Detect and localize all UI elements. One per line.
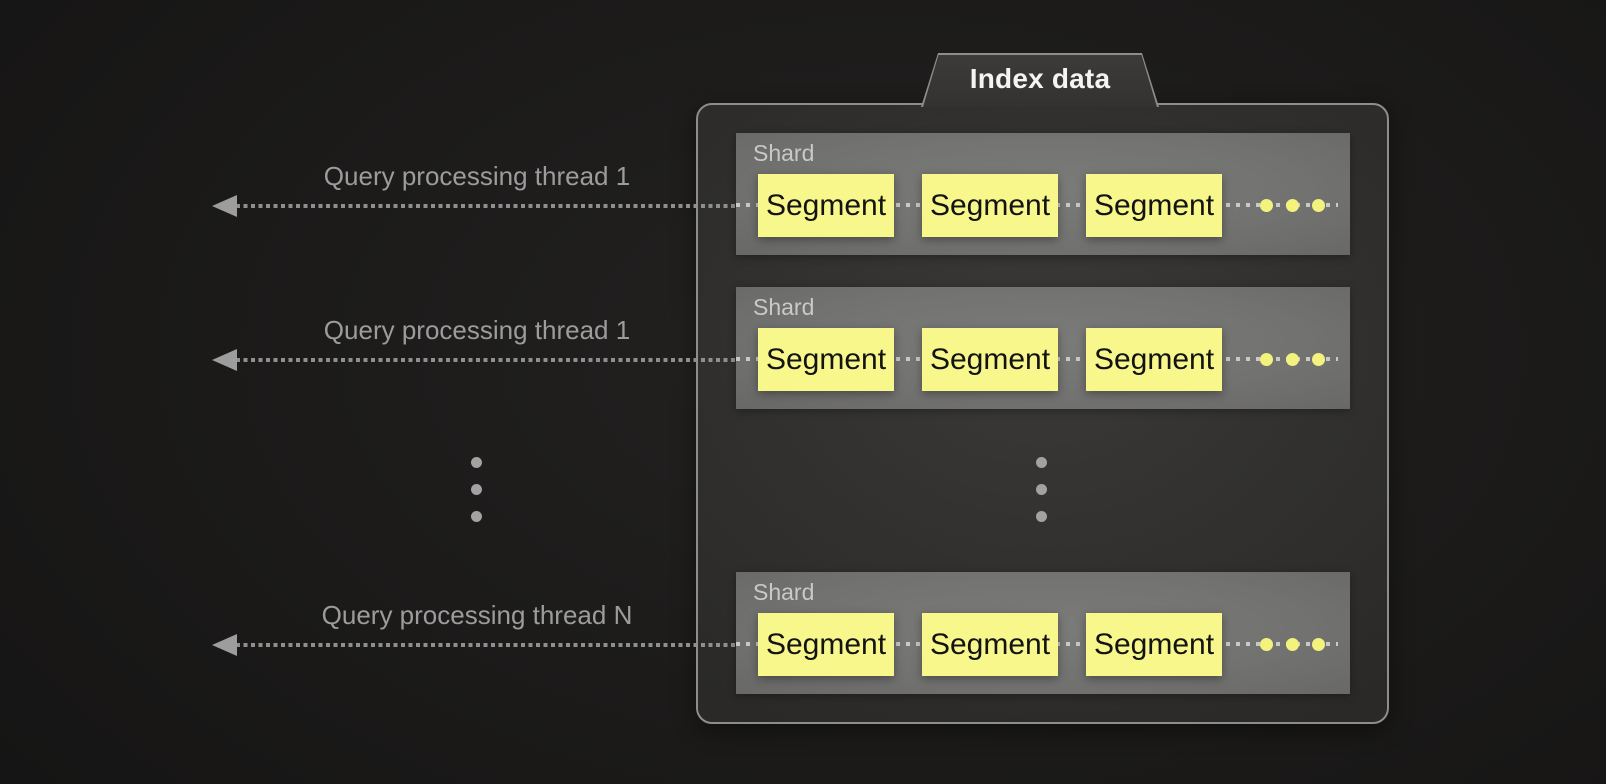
segment-box: Segment	[758, 613, 894, 676]
shard-row: Shard Segment Segment Segment	[736, 133, 1350, 255]
segment-box: Segment	[1086, 174, 1222, 237]
more-threads-ellipsis-icon	[471, 457, 482, 468]
more-segments-dot-icon	[1312, 353, 1325, 366]
segment-box: Segment	[922, 174, 1058, 237]
more-segments-dot-icon	[1260, 638, 1273, 651]
query-arrow-line-1	[236, 204, 738, 208]
shard-label: Shard	[753, 294, 815, 320]
segment-box: Segment	[1086, 613, 1222, 676]
index-data-tab: Index data	[921, 53, 1159, 107]
segment-box: Segment	[758, 174, 894, 237]
more-segments-dot-icon	[1260, 199, 1273, 212]
more-shards-ellipsis-icon	[1036, 457, 1047, 468]
more-segments-dot-icon	[1312, 199, 1325, 212]
segment-box: Segment	[1086, 328, 1222, 391]
more-threads-ellipsis-icon	[471, 511, 482, 522]
more-segments-dot-icon	[1286, 638, 1299, 651]
query-arrow-line-3	[236, 643, 738, 647]
shard-label: Shard	[753, 579, 815, 605]
query-arrow-line-2	[236, 358, 738, 362]
more-shards-ellipsis-icon	[1036, 484, 1047, 495]
more-shards-ellipsis-icon	[1036, 511, 1047, 522]
segment-box: Segment	[922, 613, 1058, 676]
shard-row: Shard Segment Segment Segment	[736, 572, 1350, 694]
more-segments-dot-icon	[1286, 199, 1299, 212]
index-data-title: Index data	[969, 63, 1111, 94]
arrow-left-icon	[212, 195, 237, 217]
query-thread-label-1: Query processing thread 1	[323, 161, 631, 191]
arrow-left-icon	[212, 349, 237, 371]
index-data-tab-fill: Index data	[923, 55, 1157, 107]
more-threads-ellipsis-icon	[471, 484, 482, 495]
more-segments-dot-icon	[1312, 638, 1325, 651]
more-segments-dot-icon	[1260, 353, 1273, 366]
query-thread-label-3: Query processing thread N	[321, 600, 633, 630]
segment-box: Segment	[758, 328, 894, 391]
arrow-left-icon	[212, 634, 237, 656]
shard-label: Shard	[753, 140, 815, 166]
query-thread-label-2: Query processing thread 1	[323, 315, 631, 345]
more-segments-dot-icon	[1286, 353, 1299, 366]
segment-box: Segment	[922, 328, 1058, 391]
shard-row: Shard Segment Segment Segment	[736, 287, 1350, 409]
